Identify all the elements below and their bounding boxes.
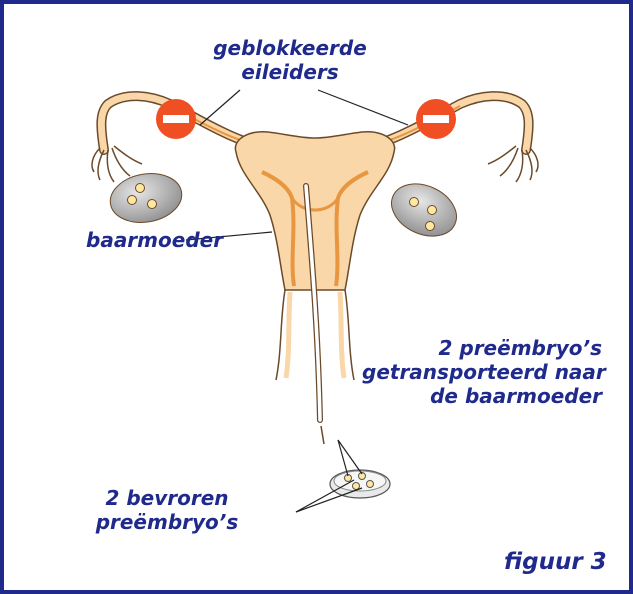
left-no-entry-icon (156, 99, 196, 139)
blocked-tubes-label: geblokkeerde eileiders (200, 36, 380, 84)
blocked-tubes-line2: eileiders (200, 60, 380, 84)
frozen-line2: preëmbryo’s (82, 510, 252, 534)
right-ovary (383, 174, 465, 246)
right-no-entry-icon (416, 99, 456, 139)
transport-line2: getransporteerd naar (362, 360, 602, 384)
transport-line1: 2 preëmbryo’s (362, 336, 602, 360)
frozen-line1: 2 bevroren (82, 486, 252, 510)
left-ovary (106, 168, 185, 228)
blocked-tubes-line1: geblokkeerde (200, 36, 380, 60)
uterus-label: baarmoeder (86, 228, 223, 252)
frozen-preembryos-label: 2 bevroren preëmbryo’s (82, 486, 252, 534)
petri-dish (330, 470, 390, 498)
transport-label: 2 preëmbryo’s getransporteerd naar de ba… (362, 336, 602, 408)
figure-number: figuur 3 (504, 550, 607, 574)
transport-line3: de baarmoeder (362, 384, 602, 408)
